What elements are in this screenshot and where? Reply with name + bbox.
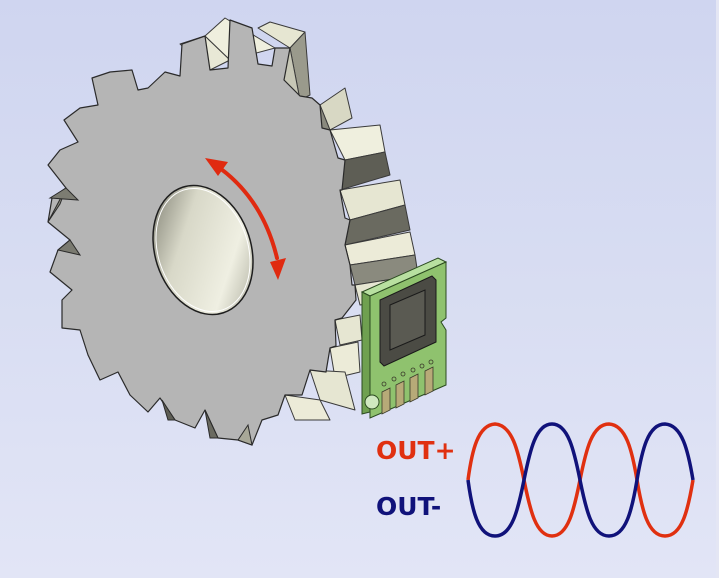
waveform-plot bbox=[466, 422, 695, 538]
out-plus-label: OUT+ bbox=[376, 436, 456, 465]
out-minus-wave bbox=[466, 422, 695, 538]
out-minus-label: OUT- bbox=[376, 492, 442, 521]
gear-bore bbox=[152, 184, 254, 316]
right-border bbox=[716, 0, 719, 578]
rotation-arrow-icon bbox=[205, 158, 286, 280]
sensor-chip bbox=[360, 257, 448, 419]
gear-bore-edge bbox=[155, 187, 251, 313]
tooth-shadows bbox=[47, 187, 253, 446]
